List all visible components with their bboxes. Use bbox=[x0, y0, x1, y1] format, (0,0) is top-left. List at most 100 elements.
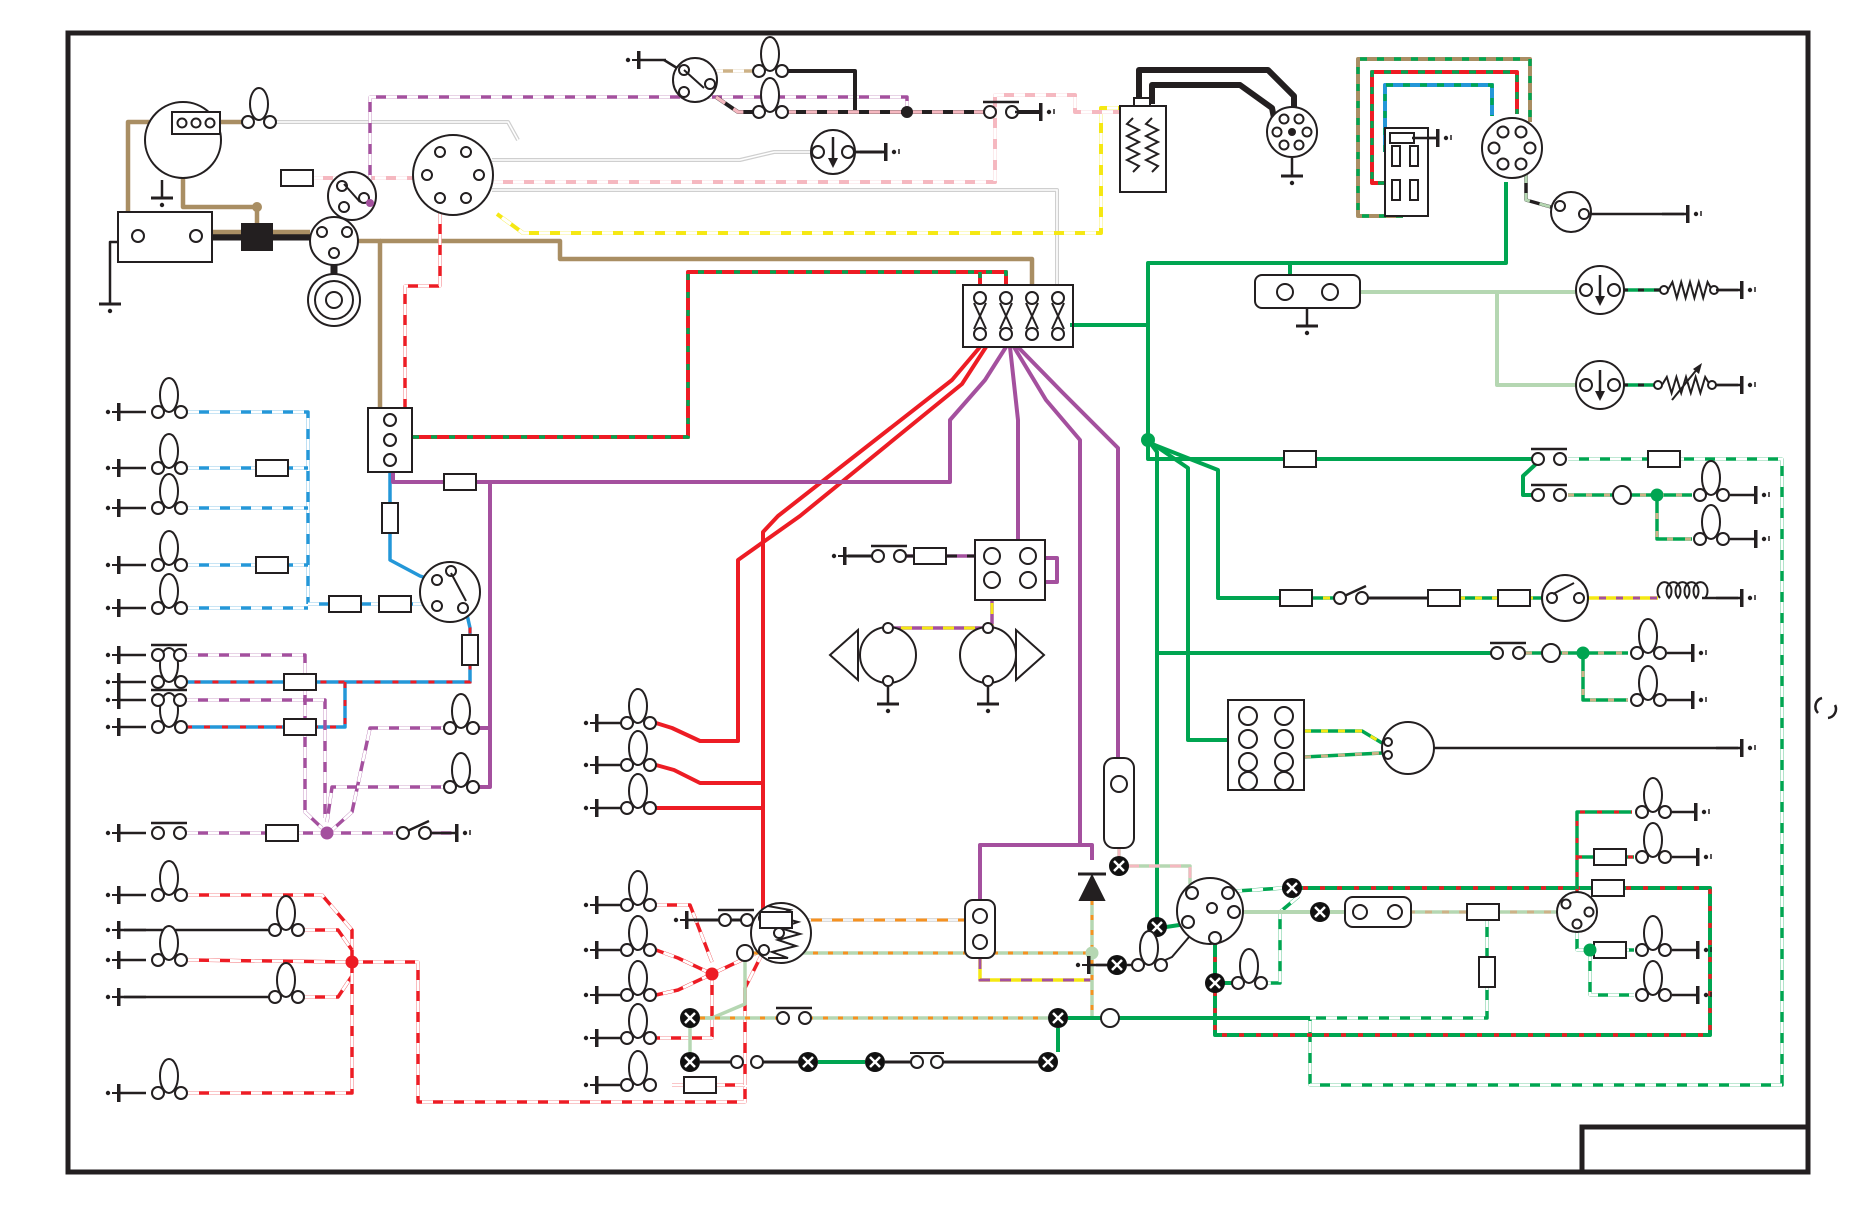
pin bbox=[1573, 592, 1585, 604]
relay-pin bbox=[1019, 547, 1037, 565]
jb-pin bbox=[383, 433, 397, 447]
wiper-relay bbox=[1254, 274, 1361, 309]
lamp bbox=[151, 925, 188, 967]
switch bbox=[983, 100, 1019, 119]
ground bbox=[431, 824, 471, 842]
fuse bbox=[461, 634, 479, 666]
turn-lamp bbox=[1635, 915, 1672, 957]
connector-loop bbox=[249, 87, 269, 121]
relay-pin bbox=[1352, 904, 1368, 920]
green-row-a bbox=[1146, 440, 1532, 461]
ground bbox=[1672, 986, 1712, 1004]
fuse bbox=[328, 595, 362, 613]
alt-pin bbox=[204, 117, 216, 129]
green-junction bbox=[1141, 433, 1155, 447]
flasher-pin bbox=[1110, 775, 1128, 793]
inertia-switch bbox=[776, 1006, 812, 1025]
coil-ht-lead-2 bbox=[1149, 82, 1277, 119]
ground bbox=[1672, 941, 1712, 959]
bullet-connector bbox=[1205, 973, 1225, 993]
alternator-brown-2 bbox=[180, 178, 260, 230]
inline-connector bbox=[241, 115, 255, 129]
coil-winding bbox=[1143, 117, 1161, 173]
block-slot bbox=[1409, 145, 1419, 167]
motor-arrow bbox=[1595, 275, 1605, 306]
dip-blade bbox=[450, 572, 467, 602]
dist-pin bbox=[1271, 126, 1283, 138]
fuse bbox=[1427, 589, 1461, 607]
relay-pin bbox=[1019, 571, 1037, 589]
connector-pale-drop bbox=[1524, 172, 1552, 209]
horn bbox=[859, 626, 917, 684]
toggle-feed bbox=[663, 58, 678, 70]
solenoid-pin bbox=[316, 226, 328, 238]
switch bbox=[1490, 641, 1526, 660]
red-dash-gauge-3 bbox=[656, 974, 714, 1040]
alt-pin bbox=[190, 117, 202, 129]
lamp bbox=[151, 1058, 188, 1100]
motor-arrow bbox=[1595, 370, 1605, 401]
row-b-branch-lamp bbox=[1581, 653, 1628, 702]
wm-pin bbox=[1607, 378, 1621, 392]
relay-pin bbox=[1321, 283, 1339, 301]
dist-pin bbox=[1278, 139, 1290, 151]
dip-pin bbox=[445, 565, 457, 577]
turn-lamp bbox=[1635, 960, 1672, 1002]
wiper-sw-pin bbox=[338, 201, 350, 213]
pin bbox=[910, 1055, 924, 1069]
brown-riser-to-junction-box bbox=[358, 238, 383, 408]
pin bbox=[1659, 285, 1669, 295]
diagram-frame bbox=[65, 30, 1811, 1175]
col-sw-pin bbox=[704, 78, 716, 90]
solenoid-pin bbox=[341, 226, 353, 238]
black-lamp-link bbox=[785, 69, 857, 112]
hazard-flasher bbox=[1103, 757, 1135, 849]
white-to-fuse4 bbox=[492, 188, 1059, 286]
palegreen-to-connector bbox=[1128, 864, 1192, 884]
red-dash-row-3 bbox=[187, 958, 353, 964]
pink-fuse bbox=[280, 169, 314, 187]
bullet-connector bbox=[1282, 878, 1302, 898]
ign-pin bbox=[434, 192, 446, 204]
ground bbox=[1015, 103, 1055, 121]
green-to-ignition-row bbox=[1151, 442, 1290, 600]
fuse bbox=[378, 595, 412, 613]
bullet-connector bbox=[798, 1052, 818, 1072]
lamp bbox=[268, 962, 305, 1004]
lamp-gnd bbox=[105, 673, 146, 691]
fuse bbox=[381, 502, 399, 534]
mc-pin bbox=[1221, 886, 1235, 900]
gauge-pin bbox=[1383, 750, 1393, 760]
gauge-pin bbox=[1383, 737, 1393, 747]
reverse-lamp bbox=[1231, 948, 1268, 990]
battery-earth bbox=[99, 286, 121, 314]
lamp-gnd bbox=[583, 799, 624, 817]
green-row-b bbox=[1146, 438, 1491, 655]
relay-pin bbox=[983, 547, 1001, 565]
red-dash-gauge-2 bbox=[655, 972, 713, 997]
red-dash-bottom-run bbox=[352, 960, 747, 1104]
horn-push bbox=[871, 544, 907, 563]
ground bbox=[1716, 281, 1756, 299]
blue-red-row-2 bbox=[188, 682, 347, 729]
coil-terminal bbox=[1133, 97, 1151, 107]
ground bbox=[1662, 205, 1702, 223]
purple-diode-stub bbox=[1080, 843, 1094, 860]
switch-gnd bbox=[105, 824, 146, 842]
wm-pin bbox=[811, 145, 825, 159]
white-charge-wire bbox=[271, 120, 520, 141]
switch bbox=[151, 821, 187, 840]
relayv-out-yellow-purple bbox=[978, 958, 1092, 982]
lamp-gnd bbox=[105, 459, 146, 477]
ground bbox=[1670, 803, 1710, 821]
relay-pin bbox=[1276, 283, 1294, 301]
fuse bbox=[1478, 956, 1496, 988]
mc-pin bbox=[1185, 886, 1199, 900]
wm-pin bbox=[1579, 283, 1593, 297]
ign-pin bbox=[421, 169, 433, 181]
pin bbox=[750, 1055, 764, 1069]
yellow-white-coil-feed bbox=[495, 106, 1139, 235]
fuse bbox=[759, 911, 793, 929]
lamp-gnd bbox=[583, 1029, 624, 1047]
